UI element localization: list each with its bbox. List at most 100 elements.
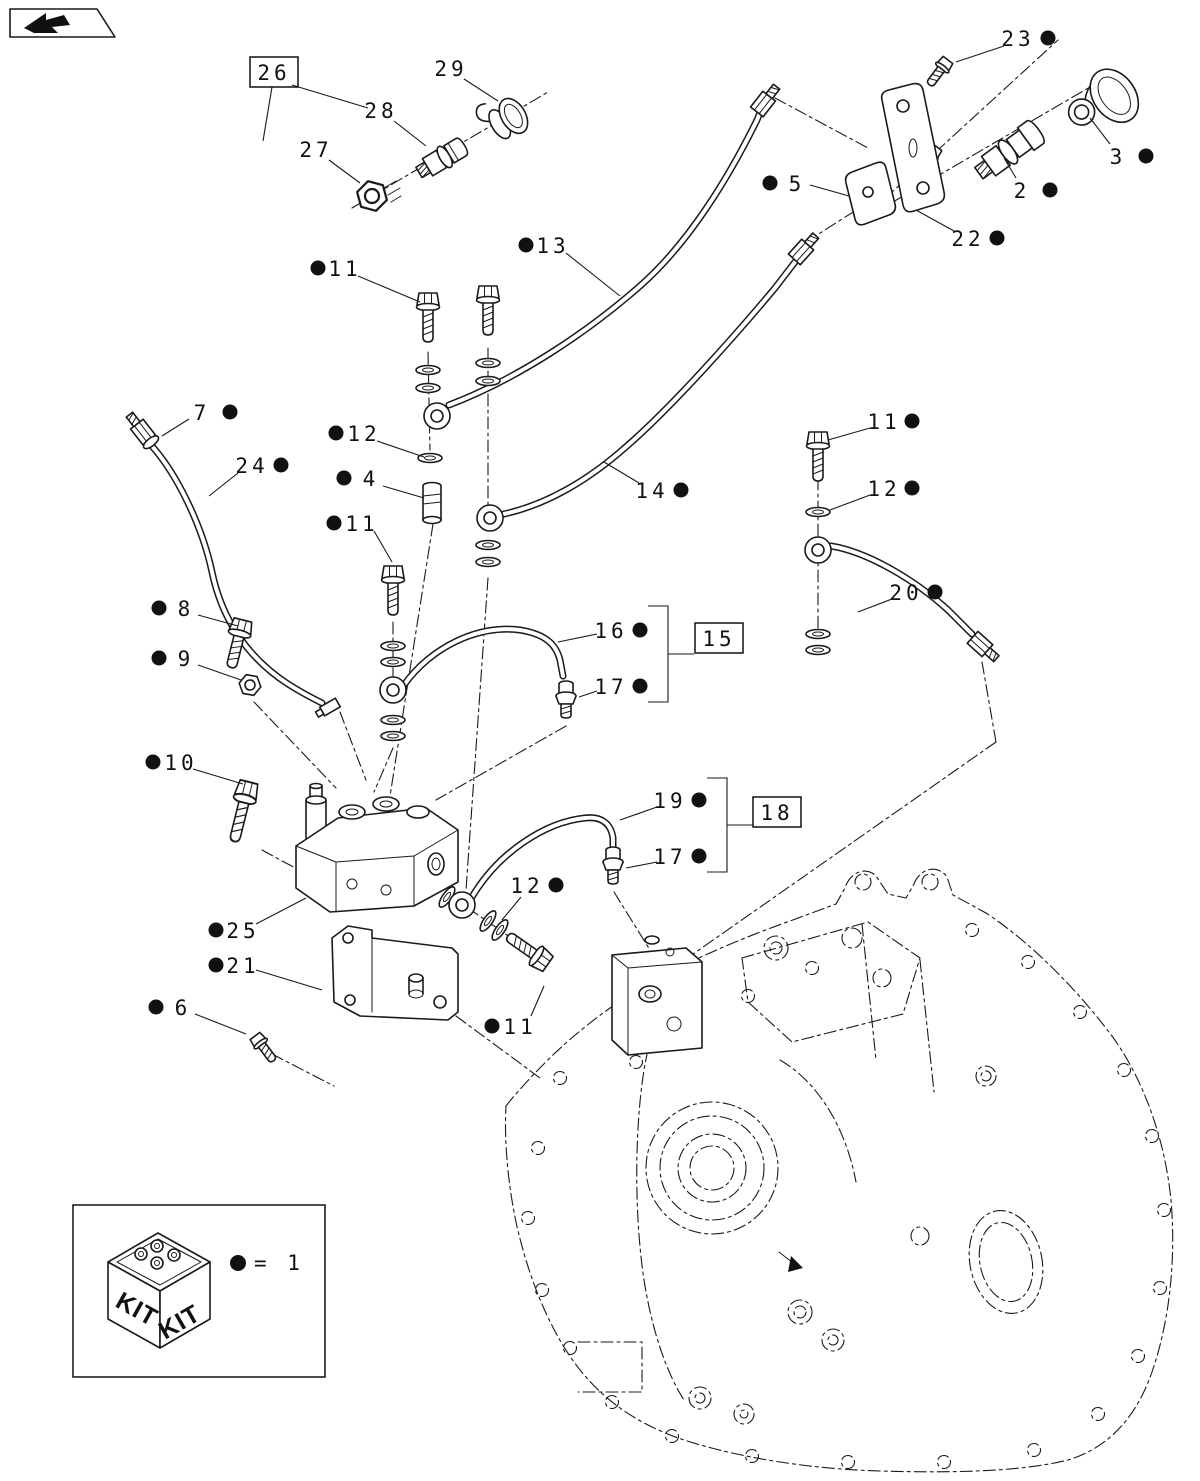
leader-line	[255, 897, 307, 925]
callout-label: 11	[345, 512, 378, 536]
callout-5: 5	[762, 172, 850, 197]
housing-bolt-holes	[520, 922, 1172, 1470]
callout-27: 27	[299, 138, 361, 184]
callout-21: 21	[208, 954, 323, 991]
callout-14: 14	[603, 461, 689, 503]
kit-quantity-dot	[904, 480, 920, 496]
callout-label: 9	[178, 647, 195, 671]
callout-label: 26	[257, 61, 290, 85]
part-23-screw-upper	[922, 54, 956, 91]
leader-line	[530, 985, 545, 1017]
kit-quantity-dot	[336, 470, 352, 486]
kit-quantity-dot	[273, 457, 289, 473]
part-4-fitting	[422, 481, 442, 525]
callout-label: 12	[510, 874, 543, 898]
kit-quantity-dot	[145, 754, 161, 770]
part-22-bracket	[880, 82, 946, 213]
manifold-block	[611, 935, 703, 1056]
callout-4: 4	[336, 467, 425, 499]
callout-label: 12	[867, 477, 900, 501]
leader-line	[373, 530, 393, 563]
callout-19: 19	[619, 789, 707, 821]
leader-line	[208, 472, 239, 497]
leader-line	[161, 418, 190, 437]
leader-line	[557, 633, 598, 643]
kit-quantity-dot	[1042, 182, 1058, 198]
leader-line	[357, 275, 421, 303]
kit-quantity-dot	[632, 622, 648, 638]
kit-quantity-dot	[548, 877, 564, 893]
kit-quantity-dot	[927, 584, 943, 600]
callout-10: 10	[145, 751, 244, 785]
callout-6: 6	[148, 996, 247, 1035]
part-17-fitting-upper	[555, 680, 577, 719]
callout-label: 11	[867, 410, 900, 434]
callout-label: 10	[164, 751, 197, 775]
callout-29: 29	[434, 57, 499, 102]
callout-label: 17	[594, 675, 627, 699]
callout-label: 23	[1001, 27, 1034, 51]
callout-24: 24	[208, 454, 289, 497]
leader-line	[857, 598, 893, 613]
kit-quantity-dot	[151, 650, 167, 666]
legend-dot	[230, 1255, 246, 1271]
callout-20: 20	[857, 581, 943, 613]
callout-17: 17	[625, 845, 707, 869]
callout-label: 18	[760, 801, 793, 825]
callout-11: 11	[827, 410, 920, 441]
leader-line	[262, 86, 273, 142]
kit-quantity-dot	[208, 922, 224, 938]
part-2-coupling	[973, 119, 1045, 180]
part-29-dust-cap	[475, 97, 529, 140]
kit-quantity-dot	[148, 999, 164, 1015]
valve-block-part-25	[295, 782, 459, 913]
tube-part-13	[445, 80, 784, 409]
callout-box	[752, 796, 802, 828]
callout-label: 2	[1014, 179, 1031, 203]
kit-quantity-dot	[762, 175, 778, 191]
leader-line	[463, 78, 499, 102]
callout-label: 11	[328, 257, 361, 281]
callout-label: 3	[1110, 145, 1127, 169]
kit-quantity-dot	[310, 260, 326, 276]
leader-line	[382, 485, 425, 499]
leader-line	[915, 209, 955, 232]
part-5-bracket	[844, 161, 897, 226]
callout-box	[249, 56, 299, 88]
callout-16: 16	[557, 619, 648, 643]
callout-label: 19	[653, 789, 686, 813]
callout-label: 27	[299, 138, 332, 162]
part-11-bolt-lower	[500, 925, 556, 975]
callout-12: 12	[501, 874, 564, 921]
legend-dot-meaning: = 1	[254, 1251, 304, 1275]
leader-line	[1089, 117, 1111, 145]
callout-label: 7	[194, 401, 211, 425]
kit-quantity-dot	[632, 678, 648, 694]
leader-line	[192, 768, 244, 785]
leader-line	[197, 614, 239, 627]
leader-line	[625, 861, 658, 869]
leader-line	[827, 427, 871, 441]
callout-label: 24	[235, 454, 268, 478]
leader-line	[619, 806, 658, 821]
callout-18: 18	[707, 777, 802, 873]
housing-arrow-icon	[778, 1251, 803, 1272]
callout-15: 15	[648, 605, 744, 703]
leader-line	[1003, 157, 1017, 179]
tube-part-14	[500, 229, 823, 518]
callout-11: 11	[326, 512, 393, 563]
callout-26: 26	[249, 56, 369, 142]
callout-label: 28	[364, 99, 397, 123]
part-17-fitting-lower	[602, 846, 624, 885]
kit-quantity-dot	[484, 1018, 500, 1034]
callout-label: 15	[702, 627, 735, 651]
callout-8: 8	[151, 597, 239, 627]
callout-bracket	[648, 605, 694, 703]
callout-label: 6	[175, 996, 192, 1020]
hardware-column-b	[475, 285, 504, 568]
callout-11: 11	[484, 985, 545, 1039]
callout-label: 21	[226, 954, 259, 978]
leader-line	[501, 896, 522, 921]
callout-9: 9	[151, 647, 242, 681]
